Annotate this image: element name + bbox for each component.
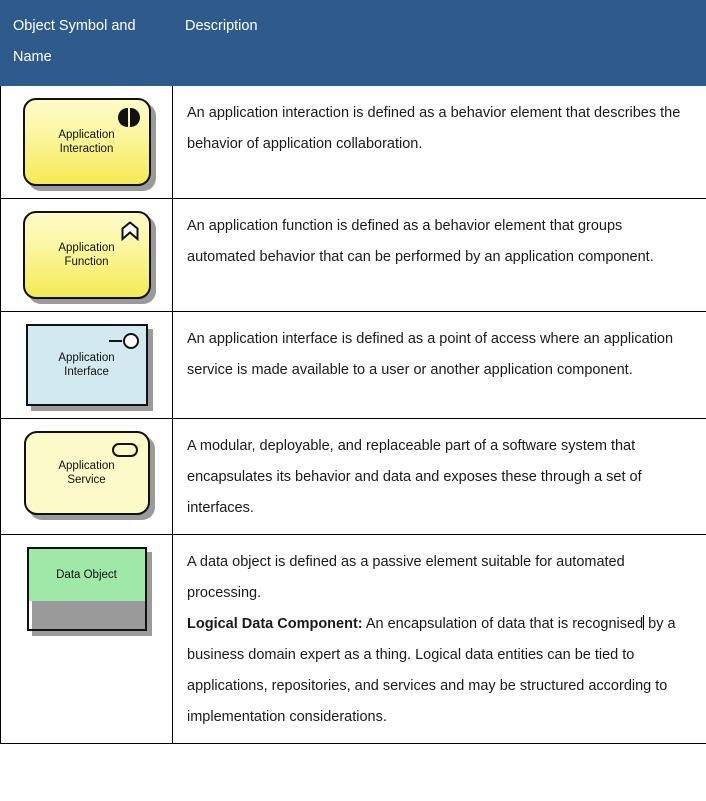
- interface-lollipop-icon: [108, 333, 139, 350]
- shape-body: Application Interaction: [22, 98, 151, 186]
- symbol-cell-application-function: Application Function: [0, 198, 173, 312]
- description-paragraph: An application interface is defined as a…: [187, 331, 674, 378]
- data-object-body: Data Object: [28, 549, 145, 601]
- symbol-label: Application Interaction: [58, 129, 115, 155]
- shape-body: Application Interface: [25, 324, 148, 406]
- interaction-icon-right-half: [129, 108, 140, 127]
- table-header-row: Object Symbol and Name Description: [0, 0, 706, 86]
- column-header-object-symbol-and-name: Object Symbol and Name: [0, 0, 173, 86]
- symbol-label: Application Service: [58, 460, 115, 486]
- description-cell-application-interface: An application interface is defined as a…: [172, 311, 706, 419]
- description-cell-application-interaction: An application interaction is defined as…: [172, 85, 706, 199]
- interaction-icon: [117, 108, 140, 127]
- function-arrow-icon-svg: [121, 221, 138, 242]
- function-arrow-icon: [120, 221, 140, 242]
- description-paragraph: An application interaction is defined as…: [187, 105, 681, 152]
- column-header-description: Description: [172, 0, 706, 86]
- symbol-label: Application Interface: [58, 352, 115, 378]
- symbol-cell-application-interaction: Application Interaction: [0, 85, 173, 199]
- interface-lollipop-stem: [108, 340, 122, 342]
- logical-data-component-text-after-caret: by a business domain expert as a thing. …: [187, 616, 676, 725]
- table-row: Application Interaction An application i…: [0, 85, 706, 199]
- symbol-cell-data-object: Data Object: [0, 534, 173, 744]
- table-row: Application Service A modular, deployabl…: [0, 418, 706, 535]
- table-header: Object Symbol and Name Description: [0, 0, 706, 86]
- description-paragraph: A modular, deployable, and replaceable p…: [187, 438, 642, 516]
- table-row: Application Function An application func…: [0, 198, 706, 312]
- description-paragraph: A data object is defined as a passive el…: [187, 554, 625, 601]
- symbol-label: Data Object: [56, 569, 117, 581]
- symbol-cell-application-interface: Application Interface: [0, 311, 173, 419]
- data-object-icon: Data Object: [26, 547, 147, 631]
- table-body: Application Interaction An application i…: [0, 85, 706, 744]
- interface-lollipop-circle: [122, 333, 139, 349]
- service-pill-icon: [111, 443, 138, 457]
- description-cell-application-service: A modular, deployable, and replaceable p…: [172, 418, 706, 535]
- description-cell-application-function: An application function is defined as a …: [172, 198, 706, 312]
- symbol-label: Application Function: [58, 242, 115, 268]
- archimate-legend-table: Object Symbol and Name Description Appli…: [0, 0, 706, 744]
- text-cursor: [643, 615, 645, 630]
- shape-application-service: Application Service: [23, 431, 155, 520]
- shape-application-interface: Application Interface: [25, 324, 153, 411]
- table-row: Data Object A data object is defined as …: [0, 534, 706, 744]
- description-cell-data-object: A data object is defined as a passive el…: [172, 534, 706, 744]
- symbol-cell-application-service: Application Service: [0, 418, 173, 535]
- table-row: Application Interface An application int…: [0, 311, 706, 419]
- shape-application-interaction: Application Interaction: [22, 98, 156, 191]
- logical-data-component-lead: Logical Data Component:: [187, 616, 363, 632]
- shape-data-object: Data Object: [26, 547, 152, 636]
- shape-application-function: Application Function: [22, 211, 156, 304]
- interaction-icon-left-half: [117, 108, 128, 127]
- description-paragraph: An application function is defined as a …: [187, 218, 654, 265]
- shape-body: Application Function: [22, 211, 151, 299]
- logical-data-component-text-before-caret: An encapsulation of data that is recogni…: [362, 616, 644, 632]
- description-paragraph-logical-data-component: Logical Data Component: An encapsulation…: [187, 609, 692, 733]
- shape-body: Application Service: [23, 431, 150, 515]
